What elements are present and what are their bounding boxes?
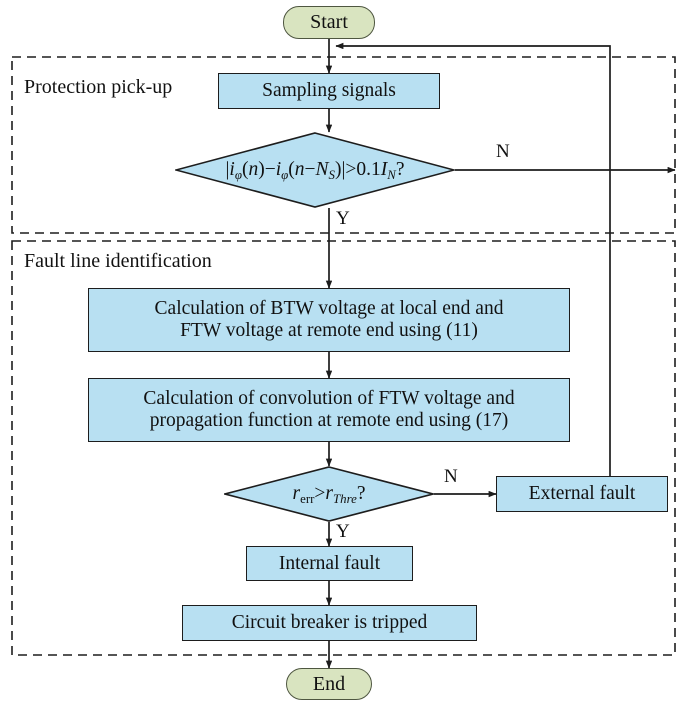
decision-ratio-label: rerr>rThre?	[292, 483, 366, 506]
branch-label-pickup-yes: Y	[336, 208, 350, 229]
wire-feedback-to-start	[335, 42, 611, 497]
process-internal-fault[interactable]: Internal fault	[246, 546, 413, 581]
decision-ratio-shape	[224, 466, 434, 522]
decision-pickup-shape	[175, 132, 455, 208]
process-sampling-signals[interactable]: Sampling signals	[218, 73, 440, 109]
decision-ratio-condition[interactable]: rerr>rThre?	[224, 466, 434, 522]
process-calc-convolution-line1: Calculation of convolution of FTW voltag…	[143, 388, 515, 410]
process-internal-fault-label: Internal fault	[278, 552, 381, 574]
process-external-fault-label: External fault	[528, 483, 636, 505]
terminal-end-label: End	[312, 672, 346, 695]
branch-label-ratio-yes: Y	[336, 521, 350, 542]
process-circuit-breaker-label: Circuit breaker is tripped	[231, 612, 428, 634]
section-box-identification	[11, 240, 676, 656]
process-calc-btw-ftw-line1: Calculation of BTW voltage at local end …	[154, 298, 504, 320]
terminal-start[interactable]: Start	[283, 6, 375, 39]
terminal-end[interactable]: End	[286, 668, 372, 700]
process-sampling-signals-label: Sampling signals	[262, 80, 396, 102]
process-circuit-breaker-tripped[interactable]: Circuit breaker is tripped	[182, 605, 477, 641]
decision-pickup-condition[interactable]: |iφ(n)−iφ(n−NS)|>0.1IN?	[175, 132, 455, 208]
section-label-protection: Protection pick-up	[24, 76, 173, 98]
terminal-start-label: Start	[310, 11, 348, 34]
process-external-fault[interactable]: External fault	[496, 476, 668, 512]
section-box-protection	[11, 56, 676, 234]
process-calc-convolution[interactable]: Calculation of convolution of FTW voltag…	[88, 378, 570, 442]
process-calc-btw-ftw[interactable]: Calculation of BTW voltage at local end …	[88, 288, 570, 352]
branch-label-ratio-no: N	[444, 466, 458, 487]
decision-pickup-label: |iφ(n)−iφ(n−NS)|>0.1IN?	[225, 159, 405, 182]
process-calc-convolution-line2: propagation function at remote end using…	[149, 410, 509, 431]
process-calc-btw-ftw-line2: FTW voltage at remote end using (11)	[180, 320, 478, 341]
branch-label-pickup-no: N	[496, 141, 510, 162]
section-label-identification: Fault line identification	[24, 250, 212, 272]
